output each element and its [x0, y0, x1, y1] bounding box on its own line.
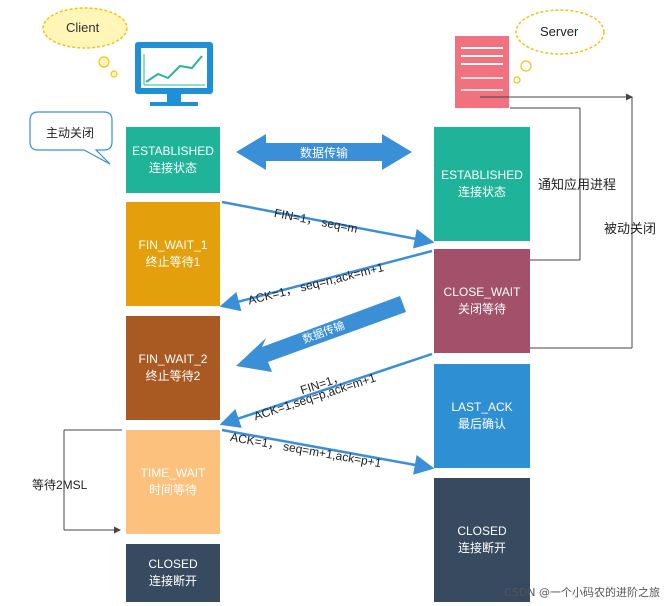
state-name: FIN_WAIT_2	[138, 352, 208, 366]
server-icon	[455, 36, 509, 108]
state-name: LAST_ACK	[451, 400, 513, 414]
state-name: CLOSED	[148, 557, 198, 571]
state-desc: 连接断开	[457, 541, 506, 555]
state-desc: 关闭等待	[457, 302, 506, 316]
state-name: TIME_WAIT	[140, 466, 206, 480]
client-state-fin-wait-2: FIN_WAIT_2 终止等待2	[126, 316, 220, 420]
server-cloud	[513, 9, 605, 84]
wait-2msl-label: 等待2MSL	[32, 478, 88, 492]
state-desc: 终止等待2	[145, 369, 201, 383]
client-state-closed: CLOSED 连接断开	[126, 544, 220, 602]
state-name: ESTABLISHED	[441, 168, 523, 182]
ack2-arrow	[221, 428, 435, 475]
state-name: FIN_WAIT_1	[138, 238, 208, 252]
client-state-established: ESTABLISHED 连接状态	[126, 127, 220, 193]
state-name: ESTABLISHED	[132, 144, 214, 158]
monitor-icon	[135, 42, 213, 106]
fin2-arrow	[219, 352, 433, 428]
ack1-arrow	[219, 249, 433, 312]
wait-2msl-bracket	[63, 429, 122, 534]
server-state-close-wait: CLOSE_WAIT 关闭等待	[434, 249, 530, 353]
active-close-label: 主动关闭	[46, 126, 95, 140]
server-state-closed: CLOSED 连接断开	[434, 478, 530, 602]
active-close-bubble	[29, 111, 113, 165]
data-transfer-arrow-top	[236, 134, 412, 170]
state-name: CLOSED	[457, 524, 507, 538]
server-state-last-ack: LAST_ACK 最后确认	[434, 364, 530, 468]
server-state-established: ESTABLISHED 连接状态	[434, 127, 530, 241]
server-label: Server	[540, 24, 579, 39]
notify-app-label: 通知应用进程	[538, 177, 617, 192]
state-desc: 时间等待	[148, 483, 197, 497]
client-state-time-wait: TIME_WAIT 时间等待	[126, 430, 220, 534]
state-name: CLOSE_WAIT	[443, 285, 521, 299]
watermark: CSDN @一个小码农的进阶之旅	[504, 586, 660, 599]
client-state-fin-wait-1: FIN_WAIT_1 终止等待1	[126, 202, 220, 306]
state-desc: 最后确认	[457, 417, 506, 431]
state-desc: 连接状态	[148, 161, 197, 175]
passive-close-label: 被动关闭	[604, 221, 657, 236]
client-cloud	[42, 7, 128, 78]
state-desc: 连接断开	[148, 574, 197, 588]
client-label: Client	[66, 20, 100, 35]
state-desc: 连接状态	[457, 185, 506, 199]
fin1-arrow	[221, 200, 435, 249]
state-desc: 终止等待1	[145, 255, 201, 269]
data-transfer-label: 数据传输	[300, 146, 349, 160]
data-transfer-arrow-mid	[236, 296, 406, 372]
